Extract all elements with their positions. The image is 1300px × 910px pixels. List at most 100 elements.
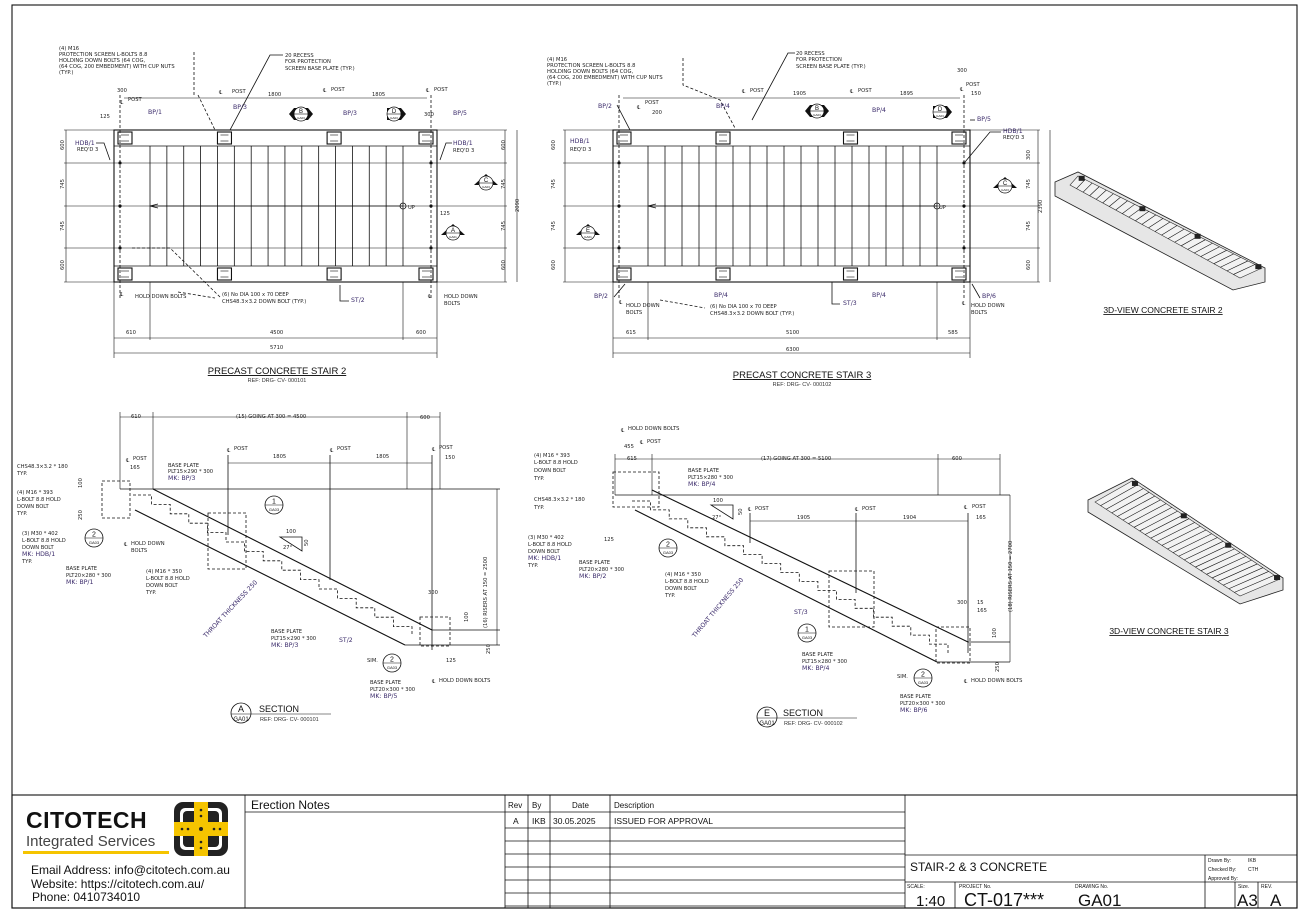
leader (193, 52, 216, 131)
note-line: PLT15×280 * 300 (688, 475, 733, 481)
note-line: L-BOLT 8.8 HOLD (17, 497, 61, 503)
hold-down-label: HOLD DOWN (971, 303, 1005, 309)
stringer-top (152, 488, 433, 631)
dim-label: 300 (428, 590, 438, 596)
note-line: MK: BP/1 (66, 579, 94, 586)
section-marker-b[interactable]: B GA03 (805, 103, 829, 119)
svg-text:C: C (484, 178, 489, 184)
note-line: MK: BP/4 (688, 481, 716, 488)
svg-text:GA03: GA03 (269, 507, 280, 512)
tread-line (1161, 525, 1201, 546)
arrow-icon (149, 203, 159, 209)
post-label: POST (750, 88, 765, 94)
note-line: 20 RECESS (285, 53, 314, 59)
tread-line (1100, 484, 1138, 506)
company-phone: Phone: 0410734010 (32, 890, 140, 904)
bp4-label: BP/4 (872, 292, 886, 299)
note-line: TYP. (664, 593, 676, 599)
leader (339, 285, 349, 302)
bp4-label: BP/4 (872, 107, 886, 114)
note-line: BASE PLATE (900, 694, 931, 700)
dim-label: 165 (977, 608, 987, 614)
3d-view-stair-3: 3D-VIEW CONCRETE STAIR 3 (1087, 477, 1284, 636)
dim-label: 615 (626, 330, 636, 336)
tread-line (1223, 567, 1264, 586)
note-line: CHS48.3×3.2 DOWN BOLT (TYP.) (222, 299, 306, 305)
leader (132, 247, 221, 298)
post-label: POST (862, 506, 877, 512)
section-marker-d[interactable]: D GA03 (932, 104, 952, 120)
base-plate-bolts-icon (1180, 513, 1187, 519)
dim-label: 2090 (515, 199, 521, 212)
hold-down-bolts-label: HOLD DOWN BOLTS (971, 678, 1022, 684)
cl-symbol: ℄ (227, 448, 231, 454)
section-marker-e[interactable]: E GA01 (576, 224, 600, 241)
svg-text:GA03: GA03 (936, 114, 944, 118)
cl-symbol: ℄ (742, 89, 746, 95)
leader (682, 58, 736, 129)
tread-line (1207, 250, 1227, 261)
post-label: POST (647, 439, 662, 445)
section-marker-d[interactable]: D GA03 (386, 106, 406, 122)
dim-label: 1904 (903, 515, 917, 521)
cl-symbol: ℄ (964, 505, 968, 511)
dim-label: 165 (130, 465, 140, 471)
note-line: MK: BP/3 (271, 642, 299, 649)
base-plate-bolts-icon (1078, 175, 1085, 181)
note-line: PROTECTION SCREEN L-BOLTS 8.8 (59, 52, 147, 58)
section-marker-c[interactable]: C GA03 (474, 174, 498, 191)
section-marker-c[interactable]: C GA03 (993, 177, 1017, 194)
note-line: PROTECTION SCREEN L-BOLTS 8.8 (547, 63, 635, 69)
project-number: CT-017*** (964, 890, 1044, 910)
slope-indicator (709, 504, 734, 520)
tread-line (1128, 503, 1167, 524)
note-line: PLT15×290 * 300 (271, 636, 316, 642)
bolt-dot (617, 161, 621, 165)
note-line: TYP. (527, 563, 539, 569)
bolt-dot (962, 204, 966, 208)
leader (229, 54, 283, 131)
base-plate-bolts-icon (1131, 480, 1138, 486)
dim-label: 610 (126, 330, 136, 336)
bp2-label: BP/2 (598, 103, 612, 110)
dim-label: 50 (738, 508, 744, 515)
note-line: (64 COG, 200 EMBEDMENT) WITH CUP NUTS (59, 64, 175, 70)
erection-notes-heading: Erection Notes (251, 798, 330, 812)
section-marker-a[interactable]: A GA01 (441, 224, 465, 241)
svg-text:GA03: GA03 (297, 116, 305, 120)
tread-line (1167, 228, 1185, 239)
dim-label: 150 (971, 91, 981, 97)
angle-label: 27° (283, 545, 293, 551)
dim-label: 745 (60, 221, 66, 231)
company-logo: CITOTECH Integrated Services (23, 802, 228, 856)
company-email: Email Address: info@citotech.com.au (31, 863, 230, 877)
post-label: POST (434, 87, 449, 93)
drawn-by-label: Drawn By: (1208, 858, 1231, 864)
note-line: FOR PROTECTION (285, 59, 331, 65)
section-marker-b[interactable]: B GA03 (289, 106, 313, 122)
base-plate (216, 267, 233, 281)
cl-symbol: ℄ (855, 507, 859, 513)
detail-box (419, 616, 451, 647)
svg-text:2: 2 (666, 542, 670, 549)
note-line: SCREEN BASE PLATE (TYP.) (285, 66, 355, 72)
svg-text:A: A (451, 228, 455, 234)
dim-label: 100 (464, 612, 470, 622)
hold-down-bolts-label: HOLD DOWN BOLTS (439, 678, 490, 684)
post-label: POST (966, 82, 981, 88)
up-circle-icon (399, 202, 407, 210)
stair-treads (1069, 175, 1263, 279)
tread-line (1109, 196, 1121, 207)
svg-text:1: 1 (805, 627, 809, 634)
title-block: CITOTECH Integrated Services Email Addre… (11, 794, 1298, 910)
dim-label: 100 (713, 498, 723, 504)
base-plate (117, 267, 133, 281)
